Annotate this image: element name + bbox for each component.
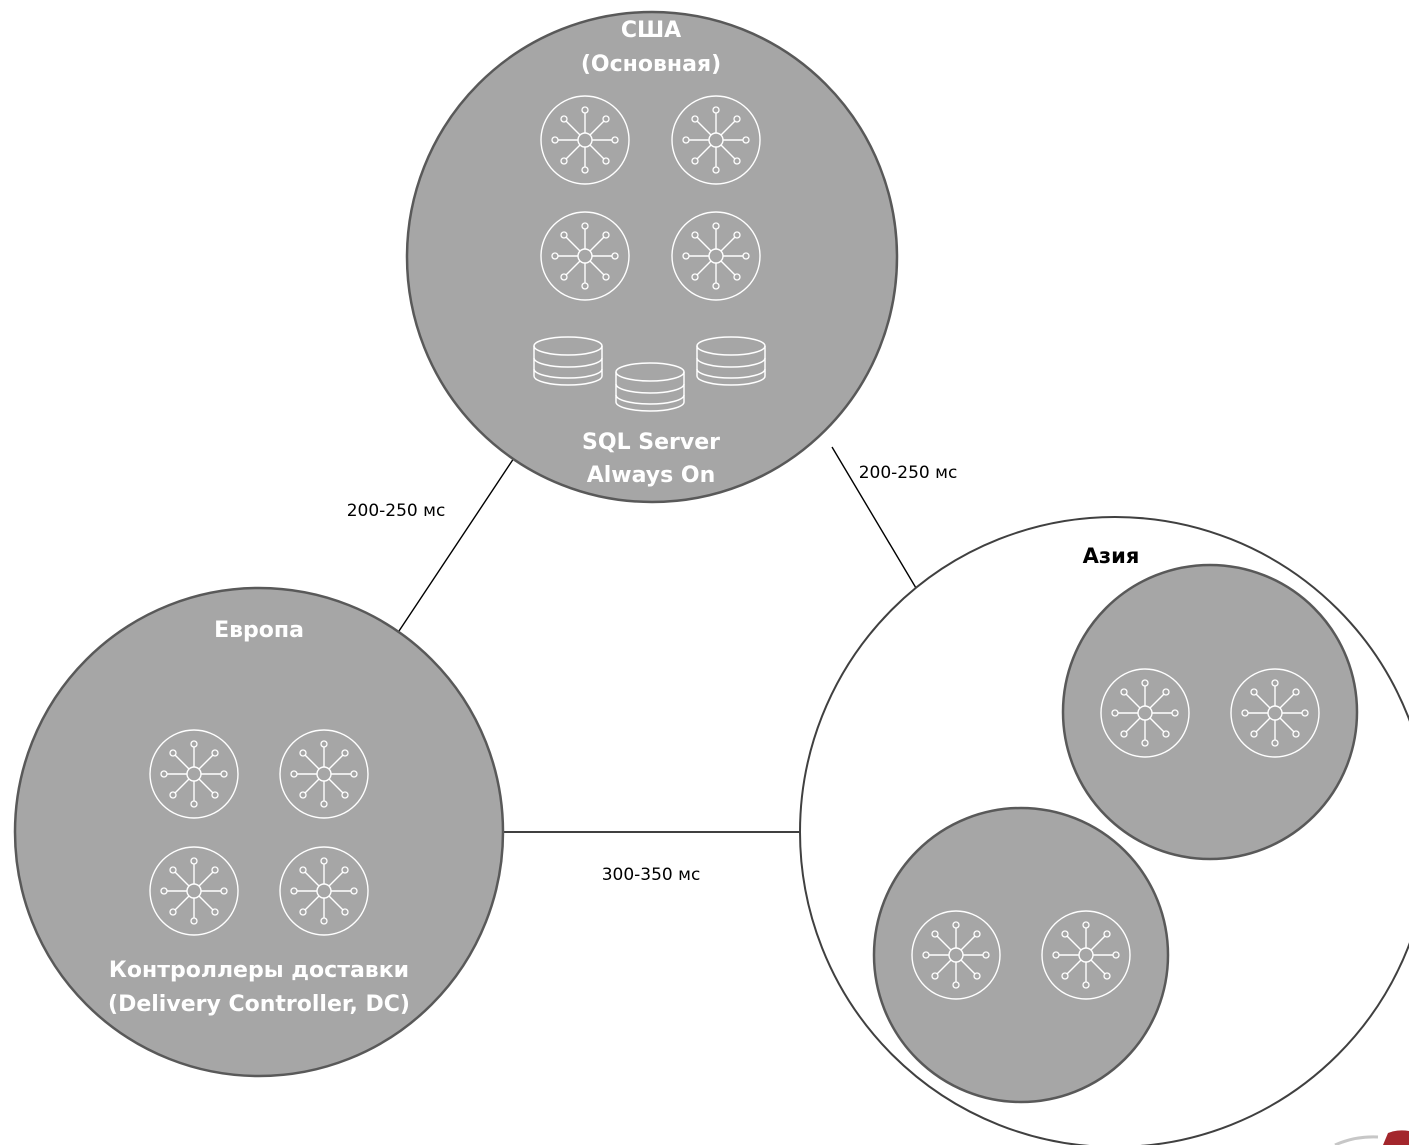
region-europe-title: Европа [214,618,304,643]
region-asia: Азия [799,516,1409,1145]
region-europe: Европа Контроллеры доставки (Delivery Co… [13,586,505,1078]
region-asia-title: Азия [1083,544,1140,568]
latency-label-europe-asia: 300-350 мс [602,865,701,885]
asia-site-1 [1061,563,1359,861]
region-usa-circle [405,10,899,504]
region-europe-caption-line1: Контроллеры доставки [109,958,409,983]
asia-site-1-circle [1061,563,1359,861]
region-europe-circle [13,586,505,1078]
region-usa-caption-line1: SQL Server [582,430,720,455]
link-usa-asia [831,446,917,589]
asia-site-2 [872,806,1170,1104]
region-usa-subtitle: (Основная) [581,52,721,77]
latency-label-usa-asia: 200-250 мс [859,463,958,483]
region-usa-caption-line2: Always On [587,463,716,488]
region-usa: США (Основная) SQL Server Always On [405,10,899,504]
latency-label-usa-europe: 200-250 мс [347,501,446,521]
link-usa-europe [398,457,515,632]
region-usa-title: США [621,18,681,43]
brand-logo-fragment [1334,1130,1409,1145]
region-europe-caption-line2: (Delivery Controller, DC) [108,992,410,1017]
asia-site-2-circle [872,806,1170,1104]
